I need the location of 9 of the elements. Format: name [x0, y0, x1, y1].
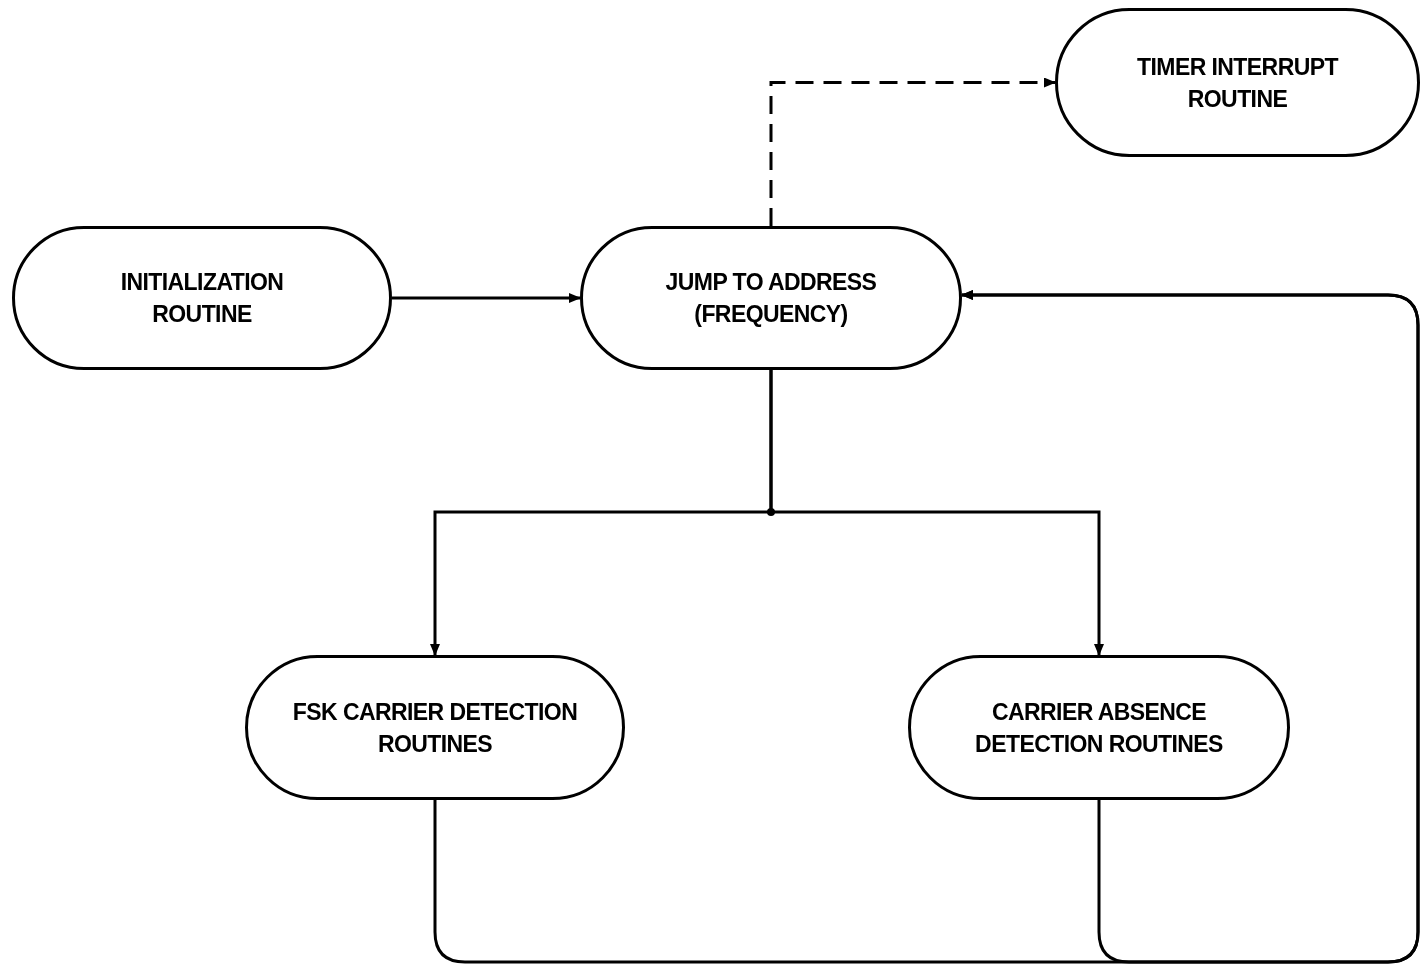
- node-label: JUMP TO ADDRESS (FREQUENCY): [664, 268, 878, 329]
- node-label: FSK CARRIER DETECTION ROUTINES: [291, 697, 579, 759]
- node-label: CARRIER ABSENCE DETECTION ROUTINES: [974, 697, 1224, 759]
- arrow: [769, 77, 1056, 226]
- arrow: [961, 290, 1420, 964]
- node-label: INITIALIZATION ROUTINE: [119, 268, 285, 329]
- arrow: [769, 370, 1104, 656]
- arrow: [392, 293, 581, 303]
- node-label: TIMER INTERRUPT ROUTINE: [1136, 52, 1340, 114]
